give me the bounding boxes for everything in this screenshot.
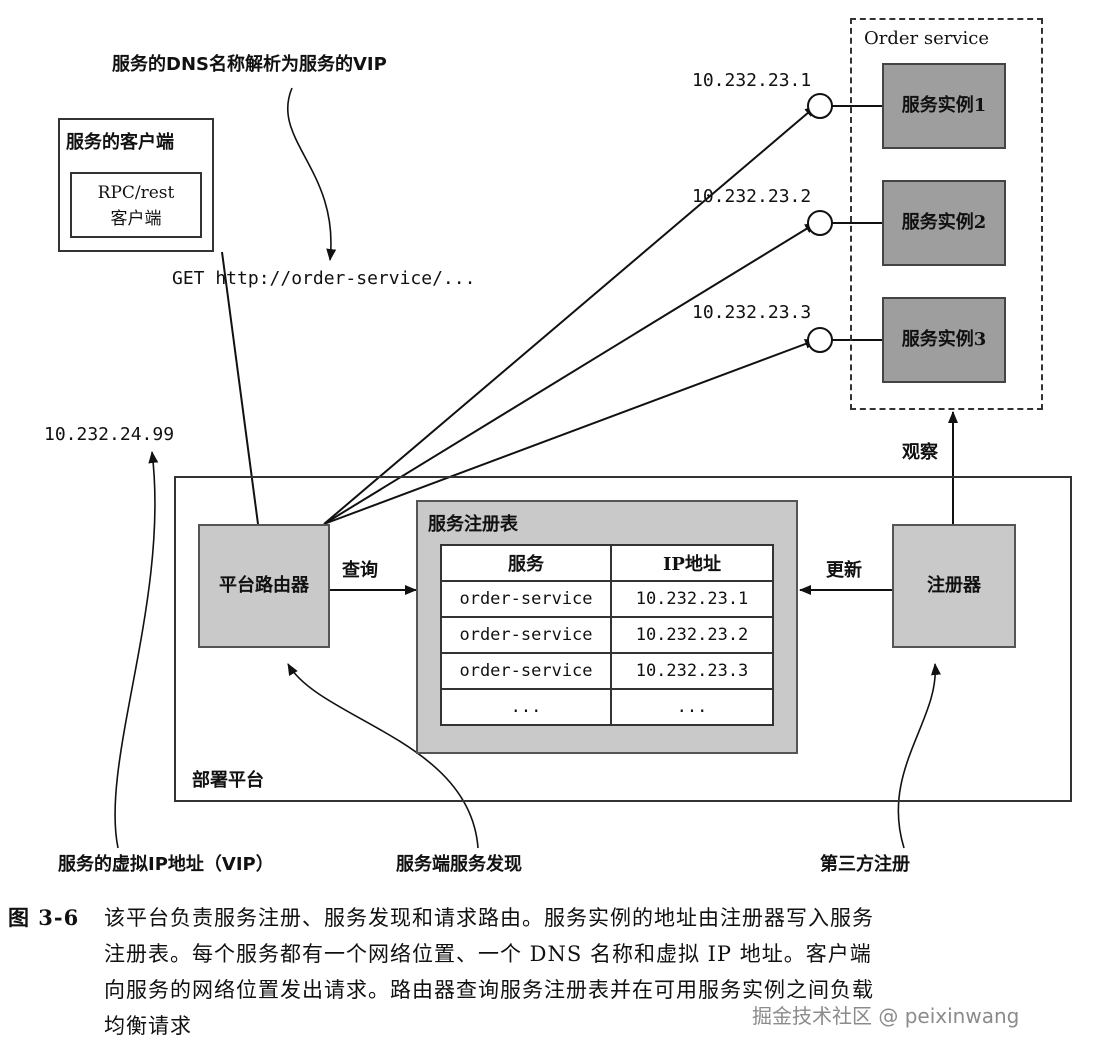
registry-table: 服务 IP地址 order-service 10.232.23.1 order-… [440,544,774,726]
dns-callout-arrow [286,87,337,261]
query-label: 查询 [342,560,378,581]
rpc-client-line1: RPC/rest [97,183,175,203]
instance-ip-3: 10.232.23.3 [692,302,812,323]
third-party-annotation: 第三方注册 [820,854,910,875]
update-label: 更新 [826,560,862,581]
registry-cell: ... [440,688,612,726]
table-row: order-service 10.232.23.2 [440,616,774,654]
figure-label: 图 3-6 [8,905,80,930]
registry-cell: 10.232.23.2 [610,616,774,654]
service-client-title: 服务的客户端 [66,132,174,153]
caption-line-4: 均衡请求 [104,1014,192,1038]
table-row: order-service 10.232.23.3 [440,652,774,690]
rpc-client-line2: 客户端 [110,209,162,229]
registrar: 注册器 [892,524,1016,648]
instance-ip-1: 10.232.23.1 [692,70,812,91]
watermark: 掘金技术社区 @ peixinwang [752,1004,1020,1028]
vip-circle-2 [807,210,833,236]
registry-cell: 10.232.23.1 [610,580,774,618]
deployment-platform-title: 部署平台 [192,770,264,791]
platform-router: 平台路由器 [198,524,330,648]
registry-cell: 10.232.23.3 [610,652,774,690]
caption-line-2: 注册表。每个服务都有一个网络位置、一个 DNS 名称和虚拟 IP 地址。客户端 [104,942,872,966]
service-registry-title: 服务注册表 [428,514,518,535]
table-row: order-service 10.232.23.1 [440,580,774,618]
router-instance3-arrow [323,339,817,525]
dns-annotation: 服务的DNS名称解析为服务的VIP [112,54,387,75]
vip-circle-3 [807,327,833,353]
client-router-line [221,251,259,525]
vip-address: 10.232.24.99 [44,424,175,445]
vip-circle-1 [807,93,833,119]
service-instance-3: 服务实例3 [882,297,1006,383]
order-service-group: Order service [850,18,1043,410]
registry-cell: order-service [440,652,612,690]
registry-cell: order-service [440,580,612,618]
service-client-box: 服务的客户端 RPC/rest 客户端 [58,118,214,252]
caption-line-3: 向服务的网络位置发出请求。路由器查询服务注册表并在可用服务实例之间负载 [104,978,874,1002]
instance-ip-2: 10.232.23.2 [692,186,812,207]
deployment-platform: 部署平台 [174,476,1072,802]
caption-line-1: 该平台负责服务注册、服务发现和请求路由。服务实例的地址由注册器写入服务 [104,906,874,930]
registry-header-service: 服务 [440,544,612,582]
connectors [114,87,958,849]
vip-annotation: 服务的虚拟IP地址（VIP） [58,854,274,875]
discovery-callout-arrow [287,663,479,849]
service-instance-2: 服务实例2 [882,180,1006,266]
discovery-annotation: 服务端服务发现 [396,854,522,875]
router-instance1-arrow [323,105,817,525]
table-row: ... ... [440,688,774,726]
registry-cell: ... [610,688,774,726]
third-party-callout-arrow [897,663,941,849]
service-instance-1: 服务实例1 [882,63,1006,149]
registry-header-ip: IP地址 [610,544,774,582]
request-text: GET http://order-service/... [172,268,476,289]
registry-cell: order-service [440,616,612,654]
vip-callout-arrow [114,451,159,849]
router-instance2-arrow [323,222,817,525]
order-service-title: Order service [864,28,990,49]
rpc-client-box: RPC/rest 客户端 [70,172,202,238]
observe-label: 观察 [902,442,938,463]
